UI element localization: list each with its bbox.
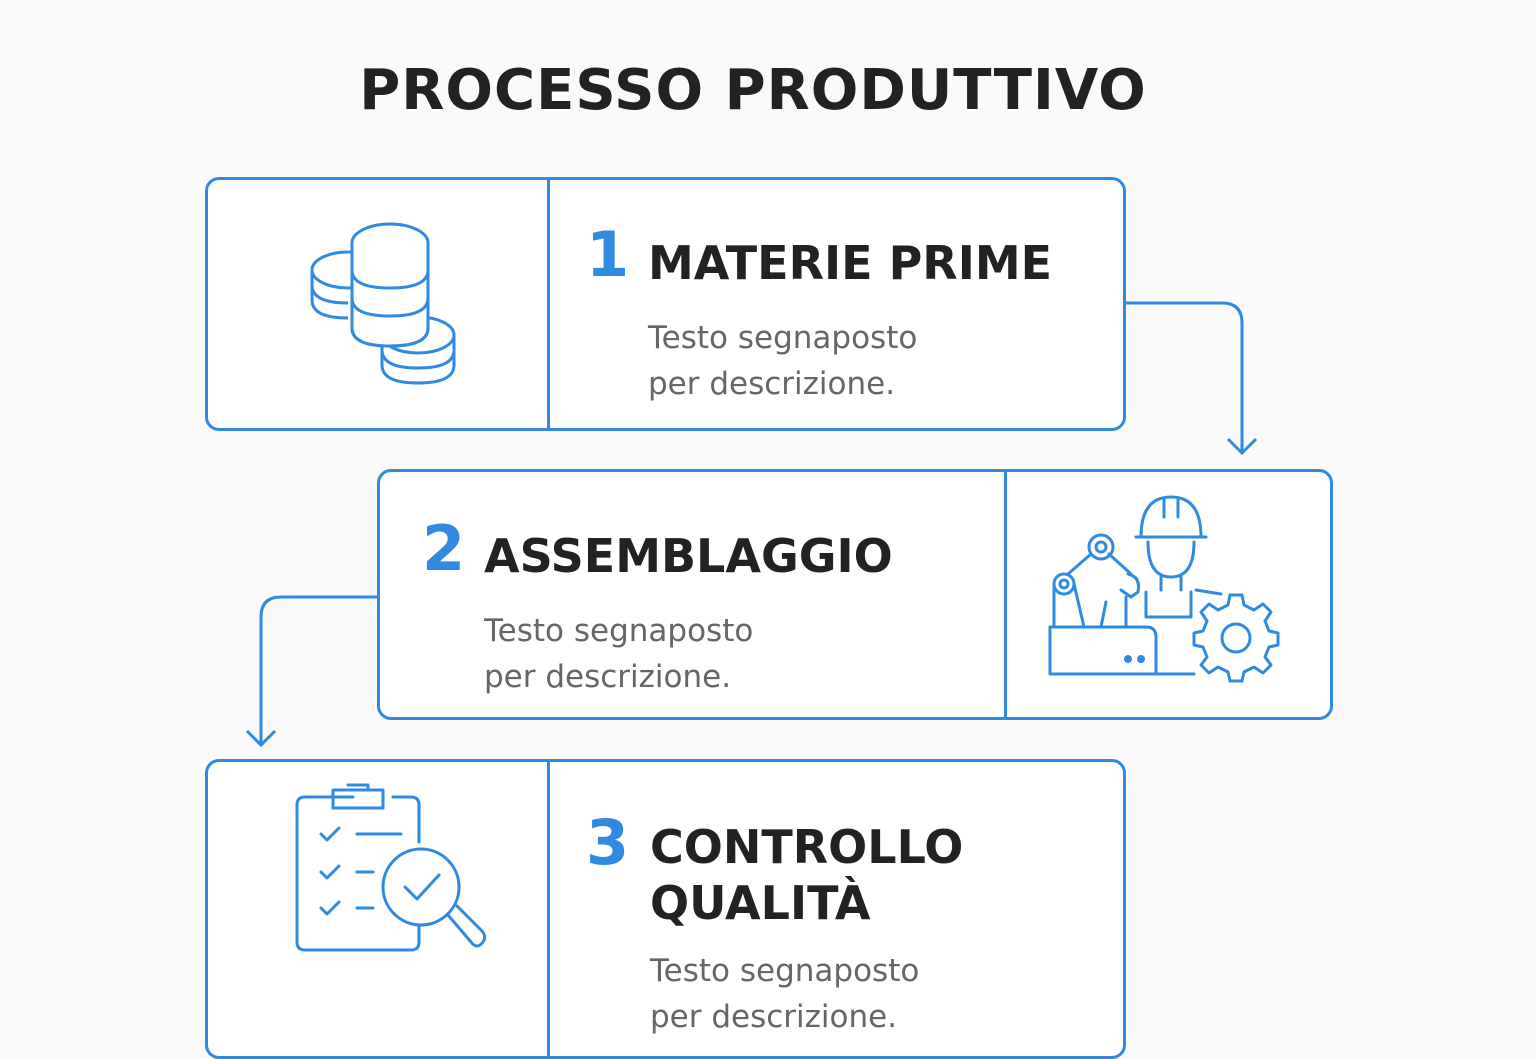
card-divider — [1004, 472, 1007, 717]
worker-robot-gear-icon — [1048, 495, 1280, 683]
step-description-line1: Testo segnaposto — [484, 613, 754, 649]
step-heading: MATERIE PRIME — [648, 236, 1053, 290]
step-description-line1: Testo segnaposto — [650, 953, 920, 989]
step-card-3: 3 CONTROLLO QUALITÀ Testo segnaposto per… — [205, 759, 1126, 1059]
step-description-line2: per descrizione. — [648, 366, 896, 402]
step-card-2: 2 ASSEMBLAGGIO Testo segnaposto per desc… — [377, 469, 1333, 720]
step-heading-line2: QUALITÀ — [650, 876, 871, 930]
step-heading-line1: CONTROLLO — [650, 820, 964, 874]
step-description-line2: per descrizione. — [484, 659, 732, 695]
card-divider — [547, 180, 550, 428]
connector-arrow-2-3 — [245, 595, 378, 748]
step-heading: ASSEMBLAGGIO — [484, 529, 893, 583]
step-number: 1 — [586, 218, 630, 291]
step-card-1: 1 MATERIE PRIME Testo segnaposto per des… — [205, 177, 1126, 431]
flow-connectors — [245, 301, 1258, 748]
step-number: 3 — [586, 806, 630, 879]
connector-arrow-1-2 — [1125, 301, 1258, 456]
step-number: 2 — [422, 512, 466, 585]
card-divider — [547, 762, 550, 1056]
step-description-line2: per descrizione. — [650, 999, 898, 1035]
coins-stack-icon — [310, 222, 456, 385]
step-description-line1: Testo segnaposto — [648, 320, 918, 356]
clipboard-checklist-magnifier-icon — [295, 783, 487, 952]
page-title: PROCESSO PRODUTTIVO — [359, 58, 1147, 123]
